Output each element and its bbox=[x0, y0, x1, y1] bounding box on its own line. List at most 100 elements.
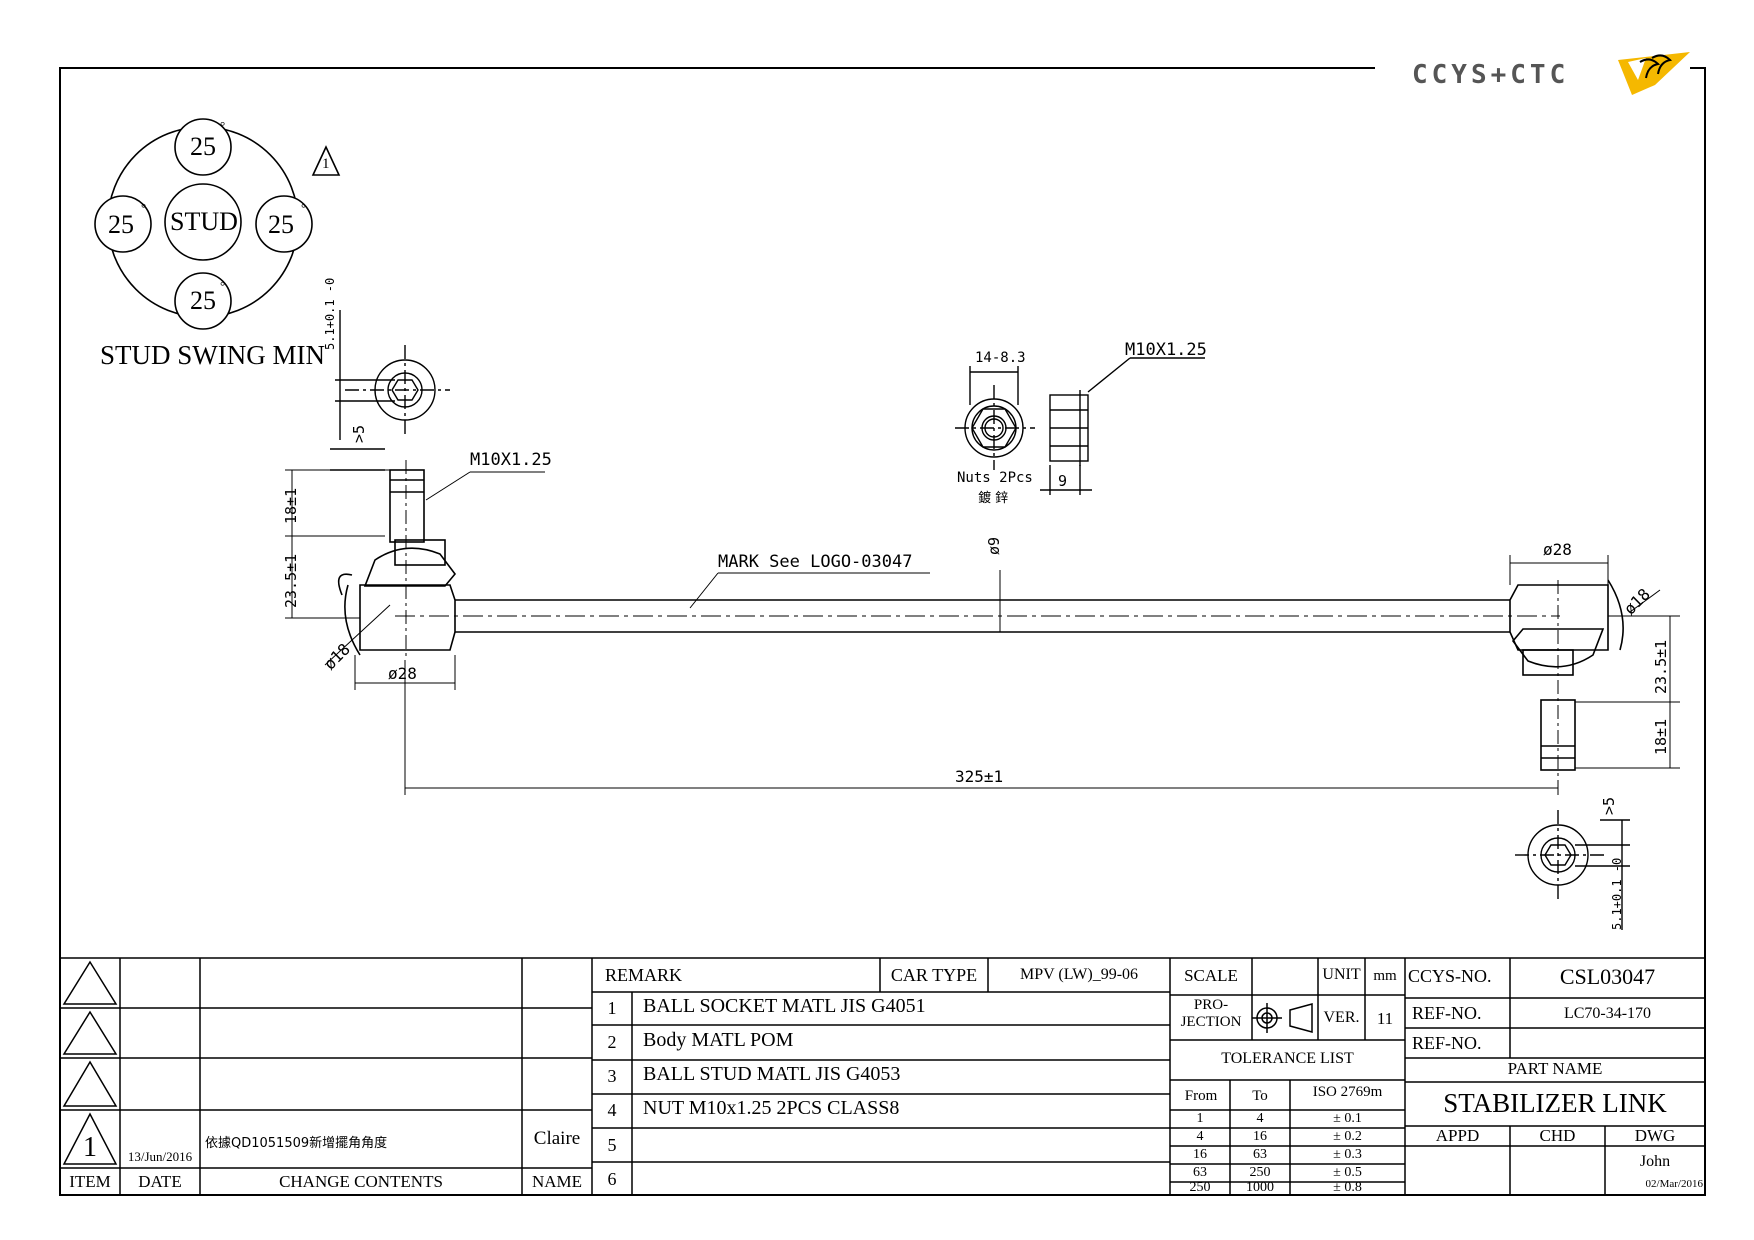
header-name: NAME bbox=[531, 1172, 583, 1191]
revision-mark: 1 bbox=[322, 156, 330, 172]
nut-views bbox=[955, 357, 1205, 495]
tol-to: 16 bbox=[1253, 1129, 1267, 1144]
part-name-label: PART NAME bbox=[1507, 1059, 1603, 1078]
tol-value: ± 0.1 bbox=[1333, 1111, 1362, 1126]
tol-value: ± 0.5 bbox=[1333, 1165, 1362, 1180]
version-value: 11 bbox=[1376, 1009, 1394, 1028]
dwg-date: 02/Mar/2016 bbox=[1645, 1178, 1703, 1190]
min-length-right: >5 bbox=[1600, 796, 1618, 815]
ccys-no-value: CSL03047 bbox=[1559, 964, 1656, 989]
tol-to: 250 bbox=[1249, 1165, 1271, 1180]
chd-label: CHD bbox=[1539, 1126, 1576, 1145]
pin-hole-dia-left: 5.1+0.1 -0 bbox=[323, 277, 337, 350]
remark-text: BALL STUD MATL JIS G4053 bbox=[643, 1063, 901, 1085]
tol-from: 4 bbox=[1196, 1129, 1204, 1144]
degree-mark: ° bbox=[220, 278, 226, 293]
stabilizer-link-side-view bbox=[337, 460, 1624, 780]
swing-top-angle: 25 bbox=[190, 132, 216, 161]
car-type-label: CAR TYPE bbox=[890, 965, 978, 985]
swing-left-angle: 25 bbox=[108, 210, 134, 239]
stud-swing-diagram bbox=[94, 118, 341, 330]
tol-to: 4 bbox=[1256, 1111, 1264, 1126]
swing-caption: STUD SWING MIN bbox=[100, 340, 325, 370]
degree-mark: ° bbox=[220, 118, 226, 133]
tol-from: 63 bbox=[1193, 1165, 1207, 1180]
dwg-value: John bbox=[1639, 1153, 1671, 1170]
unit-label: UNIT bbox=[1322, 966, 1361, 983]
company-logo-text: CCYS+CTC bbox=[1412, 60, 1570, 90]
remark-no: 3 bbox=[607, 1066, 617, 1086]
tol-value: ± 0.2 bbox=[1333, 1129, 1362, 1144]
title-block-grid bbox=[60, 957, 1705, 1195]
car-type-value: MPV (LW)_99-06 bbox=[1019, 966, 1139, 983]
tolerance-title: TOLERANCE LIST bbox=[1221, 1050, 1354, 1067]
pin-hole-dia-right: 5.1+0.1 -0 bbox=[1610, 857, 1624, 930]
thread-length-left: 18±1 bbox=[282, 487, 300, 524]
tol-to: 1000 bbox=[1246, 1181, 1274, 1195]
nut-height-dim: 9 bbox=[1058, 472, 1068, 490]
tol-to: 63 bbox=[1253, 1147, 1267, 1162]
revision-content: 依據QD1051509新增擺角角度 bbox=[205, 1136, 388, 1151]
tol-from: 16 bbox=[1193, 1147, 1207, 1162]
unit-value: mm bbox=[1373, 968, 1397, 984]
thread-spec-left: M10X1.25 bbox=[470, 450, 552, 470]
swing-right-angle: 25 bbox=[268, 210, 294, 239]
remark-no: 2 bbox=[607, 1032, 617, 1052]
tol-from: 1 bbox=[1196, 1111, 1204, 1126]
projection-label-2: JECTION bbox=[1180, 1015, 1242, 1030]
housing-dia-left: ø28 bbox=[388, 664, 417, 683]
ref-no-label: REF-NO. bbox=[1412, 1003, 1482, 1023]
remark-header: REMARK bbox=[605, 965, 683, 985]
revision-date: 13/Jun/2016 bbox=[127, 1149, 193, 1164]
ref-no-label-2: REF-NO. bbox=[1412, 1033, 1482, 1053]
remark-no: 6 bbox=[607, 1169, 617, 1189]
version-label: VER. bbox=[1323, 1009, 1360, 1026]
tol-header-to: To bbox=[1252, 1088, 1268, 1104]
ref-no-value: LC70-34-170 bbox=[1563, 1005, 1652, 1022]
degree-mark: ° bbox=[141, 200, 147, 215]
tol-from: 250 bbox=[1189, 1181, 1211, 1195]
degree-mark: ° bbox=[301, 200, 307, 215]
overall-length: 325±1 bbox=[955, 767, 1004, 786]
part-name-value: STABILIZER LINK bbox=[1443, 1088, 1667, 1118]
remark-text: NUT M10x1.25 2PCS CLASS8 bbox=[643, 1097, 900, 1119]
remark-text: Body MATL POM bbox=[643, 1029, 794, 1051]
logo-mark bbox=[1618, 52, 1690, 95]
stud-height-right: 23.5±1 bbox=[1652, 639, 1670, 694]
revision-item: 1 bbox=[83, 1132, 97, 1163]
dwg-label: DWG bbox=[1634, 1126, 1676, 1145]
min-length-left: >5 bbox=[350, 424, 368, 443]
header-date: DATE bbox=[138, 1172, 182, 1191]
nuts-finish-note: 鍍 鋅 bbox=[978, 491, 1009, 506]
swing-bottom-angle: 25 bbox=[190, 286, 216, 315]
remark-no: 5 bbox=[607, 1135, 617, 1155]
header-change-contents: CHANGE CONTENTS bbox=[279, 1172, 443, 1191]
right-end-view bbox=[1515, 810, 1630, 930]
revision-name: Claire bbox=[533, 1128, 581, 1149]
nuts-note: Nuts 2Pcs bbox=[957, 470, 1033, 486]
sheet-frame bbox=[59, 67, 1706, 1196]
thread-spec-nut: M10X1.25 bbox=[1125, 340, 1207, 360]
tol-value: ± 0.8 bbox=[1333, 1181, 1362, 1195]
swing-center-label: STUD bbox=[170, 207, 238, 236]
scale-label: SCALE bbox=[1184, 966, 1238, 985]
projection-label-1: PRO- bbox=[1193, 998, 1229, 1013]
header-item: ITEM bbox=[69, 1172, 111, 1191]
tol-value: ± 0.3 bbox=[1333, 1147, 1362, 1162]
housing-dia-right: ø28 bbox=[1543, 540, 1572, 559]
remark-text: BALL SOCKET MATL JIS G4051 bbox=[643, 995, 926, 1017]
stud-height-left: 23.5±1 bbox=[282, 553, 300, 608]
appd-label: APPD bbox=[1435, 1126, 1480, 1145]
remark-no: 4 bbox=[607, 1100, 617, 1120]
rod-diameter: ø9 bbox=[985, 536, 1003, 555]
nut-width-dim: 14-8.3 bbox=[975, 350, 1026, 366]
tol-header-iso: ISO 2769m bbox=[1312, 1084, 1383, 1100]
mark-note: MARK See LOGO-03047 bbox=[718, 552, 913, 572]
tol-header-from: From bbox=[1184, 1088, 1218, 1104]
dimension-lines bbox=[285, 469, 1680, 795]
left-end-view bbox=[330, 310, 450, 471]
remark-no: 1 bbox=[607, 998, 617, 1018]
ccys-no-label: CCYS-NO. bbox=[1408, 966, 1492, 986]
thread-length-right: 18±1 bbox=[1652, 718, 1670, 755]
